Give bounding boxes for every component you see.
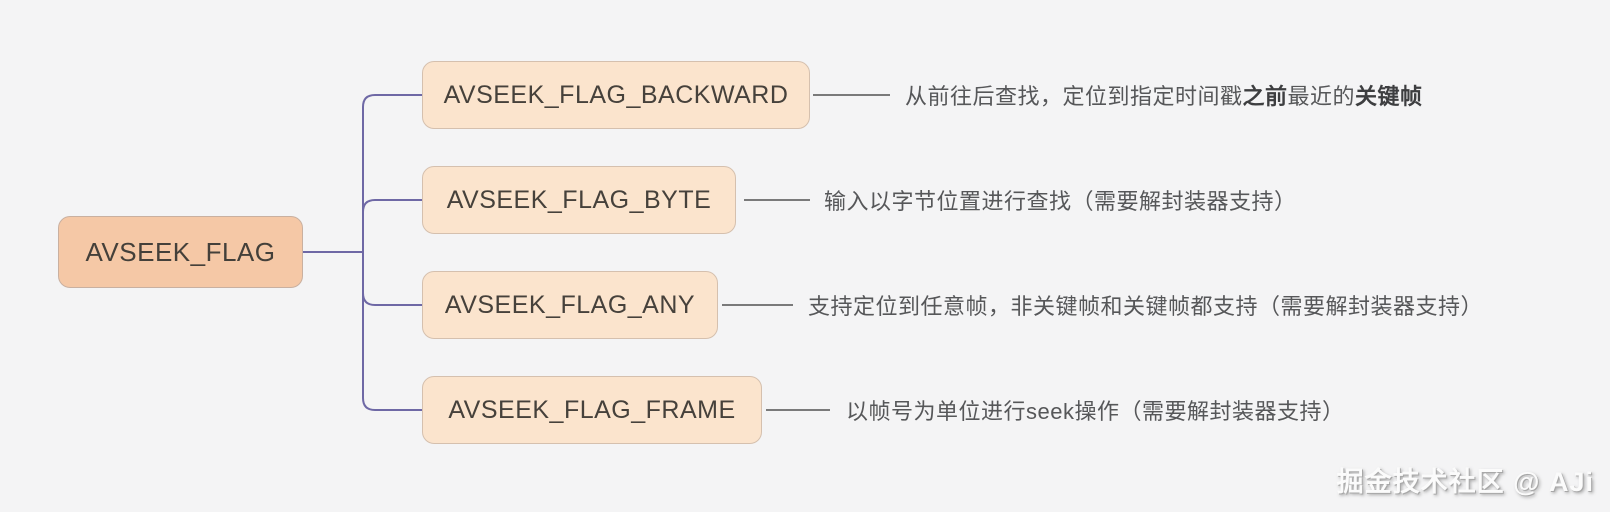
branch-description-avseek-flag-byte: 输入以字节位置进行查找（需要解封装器支持） [824, 184, 1297, 216]
description-segment: 最近的 [1287, 84, 1356, 109]
branch-description-avseek-flag-frame: 以帧号为单位进行seek操作（需要解封装器支持） [846, 394, 1344, 426]
branch-description-avseek-flag-backward: 从前往后查找，定位到指定时间戳之前最近的关键帧 [905, 79, 1423, 111]
branch-node-avseek-flag-backward: AVSEEK_FLAG_BACKWARD [422, 61, 810, 129]
description-segment: 以帧号为单位进行seek操作（需要解封装器支持） [846, 399, 1345, 424]
branch-node-avseek-flag-frame: AVSEEK_FLAG_FRAME [422, 376, 762, 444]
root-node-avseek-flag: AVSEEK_FLAG [58, 216, 303, 288]
branch-node-avseek-flag-byte: AVSEEK_FLAG_BYTE [422, 166, 736, 234]
description-segment: 输入以字节位置进行查找（需要解封装器支持） [824, 189, 1297, 214]
description-segment: 从前往后查找，定位到指定时间戳 [905, 84, 1243, 109]
branch-connectors [302, 94, 423, 411]
trunk-to-child4-line [362, 251, 423, 411]
watermark-text: 掘金技术社区 @ AJi [1336, 467, 1594, 497]
description-bold-segment: 关键帧 [1355, 84, 1423, 109]
description-bold-segment: 之前 [1242, 84, 1288, 109]
description-connectors [722, 94, 890, 411]
trunk-to-child2-line [362, 199, 423, 253]
trunk-to-child1-line [362, 94, 423, 253]
trunk-to-child3-line [362, 251, 423, 306]
description-segment: 支持定位到任意帧，非关键帧和关键帧都支持（需要解封装器支持） [808, 294, 1484, 319]
branch-description-avseek-flag-any: 支持定位到任意帧，非关键帧和关键帧都支持（需要解封装器支持） [808, 289, 1483, 321]
branch-node-avseek-flag-any: AVSEEK_FLAG_ANY [422, 271, 718, 339]
